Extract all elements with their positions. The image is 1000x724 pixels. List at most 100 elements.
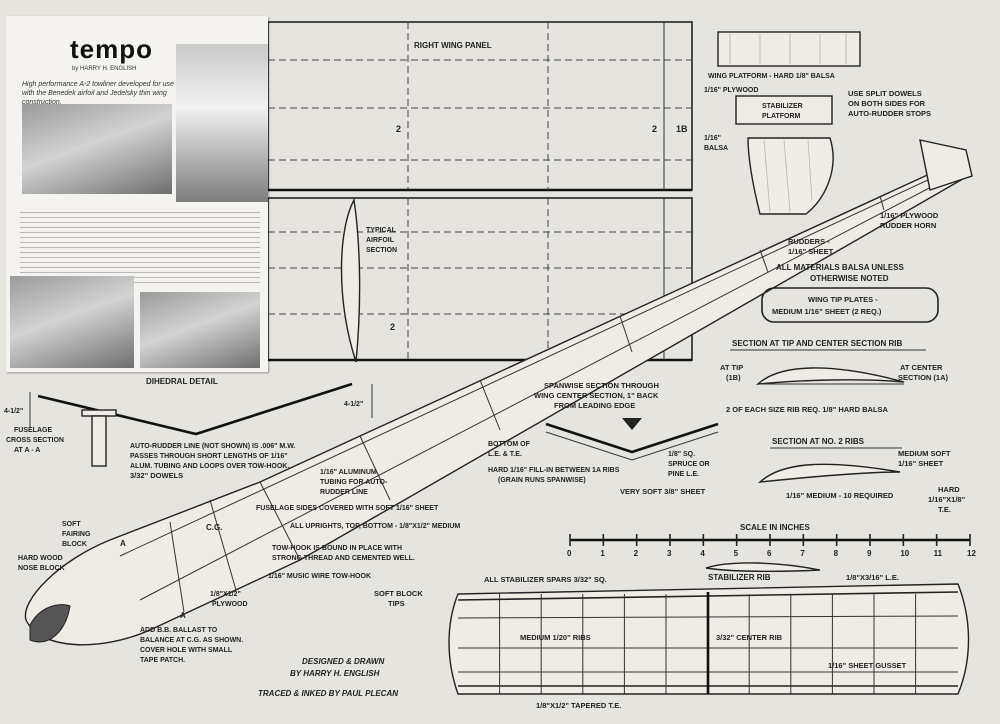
fuselage-cross-section: FUSELAGE CROSS SECTION AT A - A	[6, 409, 117, 467]
center-rib-label: 3/32" CENTER RIB	[716, 633, 783, 642]
traced-label: TRACED & INKED BY PAUL PLECAN	[258, 689, 398, 698]
rudders-line2: 1/16" SHEET	[788, 247, 834, 256]
spruce-line3: PINE L.E.	[668, 471, 699, 478]
ballast-line4: TAPE PATCH.	[140, 657, 185, 664]
soft-fairing-line2: FAIRING	[62, 531, 91, 538]
rib-label-2b: 2	[652, 124, 657, 134]
scale-tick-label: 11	[934, 549, 943, 558]
credits: DESIGNED & DRAWN BY HARRY H. ENGLISH TRA…	[258, 657, 398, 698]
wing-tip-plates-line2: MEDIUM 1/16" SHEET (2 REQ.)	[772, 307, 882, 316]
rib-label-2c: 2	[390, 322, 395, 332]
soft-block-line1: SOFT BLOCK	[374, 589, 423, 598]
designed-line2: BY HARRY H. ENGLISH	[290, 669, 380, 678]
hard-te-line3: T.E.	[938, 505, 951, 514]
scale-tick-label: 1	[600, 549, 605, 558]
wing-platform-label: WING PLATFORM - HARD 1/8" BALSA	[708, 73, 835, 80]
hard-fill-line1: HARD 1/16" FILL-IN BETWEEN 1A RIBS	[488, 467, 620, 474]
magazine-clipping: tempo by HARRY H. ENGLISH High performan…	[6, 16, 268, 372]
right-wing-panel-label: RIGHT WING PANEL	[414, 41, 492, 50]
plywood-18-line1: 1/8"X1/2"	[210, 591, 241, 598]
medium-soft-line1: MEDIUM SOFT	[898, 449, 951, 458]
article-lead: High performance A-2 towliner developed …	[22, 81, 174, 106]
balsa-116-line2: BALSA	[704, 145, 728, 152]
designed-line1: DESIGNED & DRAWN	[302, 657, 384, 666]
section-no2-title: SECTION AT NO. 2 RIBS	[772, 437, 865, 446]
soft-fairing-line3: BLOCK	[62, 541, 87, 548]
ballast-line3: COVER HOLE WITH SMALL	[140, 647, 233, 654]
hard-fill-line2: (GRAIN RUNS SPANWISE)	[498, 477, 586, 484]
hard-te-line1: HARD	[938, 485, 960, 494]
rudders-line1: RUDDERS -	[788, 237, 830, 246]
medium-ribs-label: MEDIUM 1/20" RIBS	[520, 633, 591, 642]
aluminum-tubing-line2: TUBING FOR AUTO-	[320, 479, 388, 486]
tow-hook-line1: TOW-HOOK IS BOUND IN PLACE WITH	[272, 545, 402, 552]
section-no2-ribs: SECTION AT NO. 2 RIBS MEDIUM SOFT 1/16" …	[620, 437, 966, 514]
stab-le-label: 1/8"X3/16" L.E.	[846, 573, 899, 582]
typical-airfoil-section: TYPICAL AIRFOIL SECTION	[340, 197, 397, 363]
photo-wing-detail	[10, 276, 134, 368]
spruce-line1: 1/8" SQ.	[668, 451, 695, 458]
dihedral-dim-right: 4-1/2"	[344, 401, 363, 408]
auto-rudder-line1: AUTO-RUDDER LINE (NOT SHOWN) IS .006" M.…	[130, 443, 295, 450]
stab-platform-line2: PLATFORM	[762, 113, 801, 120]
dihedral-detail: DIHEDRAL DETAIL 4-1/2" 4-1/2"	[4, 377, 373, 436]
dihedral-dim-left: 4-1/2"	[4, 408, 23, 415]
ballast-line1: ADD B.B. BALLAST TO	[140, 627, 218, 634]
bottom-le-line2: L.E. & T.E.	[488, 451, 522, 458]
aluminum-tubing-line1: 1/16" ALUMINUM	[320, 469, 377, 476]
article-body	[20, 212, 260, 284]
scale-tick-label: 12	[967, 549, 976, 558]
fuselage-cross-line2: CROSS SECTION	[6, 437, 64, 444]
soft-block-line2: TIPS	[388, 599, 405, 608]
at-tip-line1: AT TIP	[720, 363, 743, 372]
stab-platform-line1: STABILIZER	[762, 103, 803, 110]
rib-label-2: 2	[396, 124, 401, 134]
auto-rudder-line3: ALUM. TUBING AND LOOPS OVER TOW-HOOK.	[130, 463, 289, 470]
cg-label: C.G.	[206, 523, 222, 532]
stabilizer: ALL STABILIZER SPARS 3/32" SQ. 1/8"X3/16…	[374, 573, 970, 710]
balsa-116-line1: 1/16"	[704, 135, 721, 142]
photo-glider-ground	[22, 104, 172, 194]
split-dowels-line2: ON BOTH SIDES FOR	[848, 99, 926, 108]
scale-tick-label: 5	[734, 549, 739, 558]
aluminum-tubing-line3: RUDDER LINE	[320, 489, 368, 496]
ballast-line2: BALANCE AT C.G. AS SHOWN.	[140, 637, 243, 644]
scale-tick-label: 7	[800, 549, 805, 558]
scale-label: SCALE IN INCHES	[740, 523, 810, 532]
fuselage-cross-line1: FUSELAGE	[14, 427, 52, 434]
scale-tick-label: 8	[834, 549, 839, 558]
fuselage-cross-line3: AT A - A	[14, 447, 40, 454]
scale-tick-label: 3	[667, 549, 672, 558]
spanwise-line2: WING CENTER SECTION, 1" BACK	[534, 391, 659, 400]
section-a-top: A	[120, 539, 126, 548]
spanwise-line3: FROM LEADING EDGE	[554, 401, 635, 410]
medium-soft-line2: 1/16" SHEET	[898, 459, 944, 468]
music-wire-label: 1/16" MUSIC WIRE TOW-HOOK	[268, 573, 371, 580]
wing-tip-plates-line1: WING TIP PLATES -	[808, 295, 878, 304]
at-center-line2: SECTION (1A)	[898, 373, 949, 382]
hard-wood-line1: HARD WOOD	[18, 555, 63, 562]
plywood-18-line2: PLYWOOD	[212, 601, 248, 608]
photo-launch	[176, 44, 268, 202]
scale-tick-label: 6	[767, 549, 772, 558]
spanwise-section: SPANWISE SECTION THROUGH WING CENTER SEC…	[488, 381, 719, 484]
wing-platform: WING PLATFORM - HARD 1/8" BALSA 1/16" PL…	[704, 31, 931, 152]
auto-rudder-line2: PASSES THROUGH SHORT LENGTHS OF 1/16"	[130, 453, 288, 460]
rib-req-label: 2 OF EACH SIZE RIB REQ. 1/8" HARD BALSA	[726, 405, 888, 414]
at-center-line1: AT CENTER	[900, 363, 943, 372]
section-tip-center-title: SECTION AT TIP AND CENTER SECTION RIB	[732, 339, 902, 348]
medium-required-label: 1/16" MEDIUM - 10 REQUIRED	[786, 491, 894, 500]
split-dowels-line1: USE SPLIT DOWELS	[848, 89, 922, 98]
scale-tick-label: 4	[700, 549, 705, 558]
right-wing-panel: RIGHT WING PANEL 2 2 1B 1A 2	[267, 21, 693, 362]
all-materials-line2: OTHERWISE NOTED	[810, 274, 889, 283]
split-dowels-line3: AUTO-RUDDER STOPS	[848, 109, 931, 118]
scale-tick-label: 0	[567, 549, 572, 558]
very-soft-label: VERY SOFT 3/8" SHEET	[620, 487, 706, 496]
dihedral-title: DIHEDRAL DETAIL	[146, 377, 218, 386]
spruce-line2: SPRUCE OR	[668, 461, 710, 468]
rudder-horn-line1: 1/16" PLYWOOD	[880, 211, 939, 220]
dowels-label: 3/32" DOWELS	[130, 471, 183, 480]
